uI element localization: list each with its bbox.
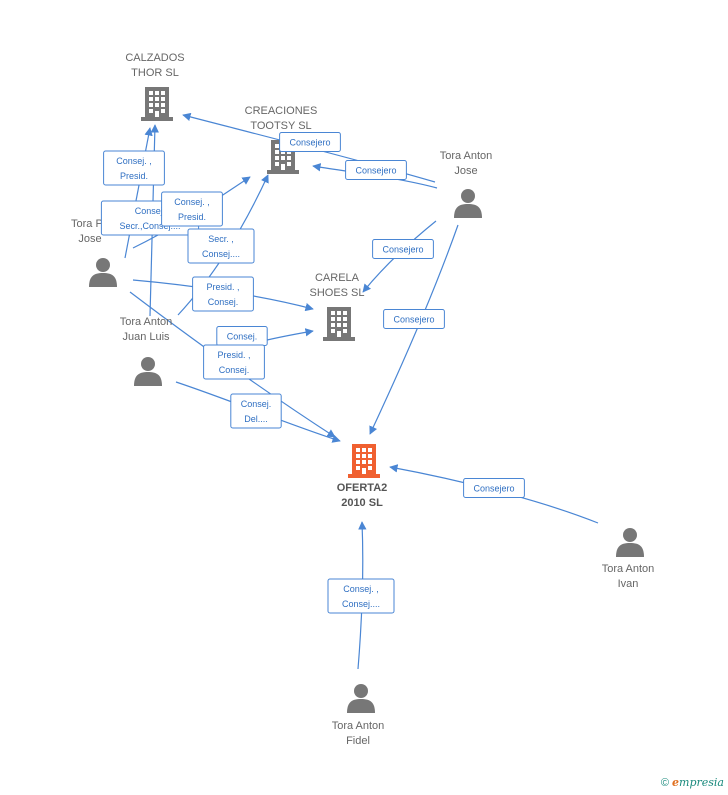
node-label: Ivan	[618, 578, 639, 590]
edge-label-e3[interactable]: Consej. , Presid.	[161, 191, 223, 227]
edge-label-text: Consejero	[289, 138, 330, 148]
edge-label-e4[interactable]: Secr. , Consej....	[187, 228, 255, 264]
node-label: Tora Anton	[332, 720, 385, 732]
edge-label-e13[interactable]: Consejero	[463, 478, 525, 498]
edge-label-text: Consej.	[227, 332, 258, 342]
edge-label-text: Presid. ,	[217, 350, 250, 360]
edge-label-text: Secr.,Consej....	[119, 221, 180, 231]
edge-label-e12[interactable]: Consej. Del....	[230, 393, 282, 429]
node-label: THOR SL	[131, 67, 179, 79]
node-label: OFERTA2	[337, 482, 388, 494]
node-label: CALZADOS	[125, 52, 184, 64]
edge-label-text: Consejero	[355, 166, 396, 176]
edge-label-box[interactable]	[192, 276, 254, 312]
building-icon[interactable]	[141, 87, 173, 121]
edge-label-e11[interactable]: Presid. , Consej.	[203, 344, 265, 380]
node-carela[interactable]: CARELA SHOES SL	[309, 272, 365, 341]
node-label: Juan Luis	[122, 331, 170, 343]
node-label: Tora Anton	[602, 563, 655, 575]
node-label: Jose	[454, 165, 477, 177]
nodes-layer: CALZADOS THOR SL CREACIONES TOOTSY SL CARELA…	[71, 52, 654, 747]
person-icon[interactable]	[616, 528, 644, 557]
node-calzados[interactable]: CALZADOS THOR SL	[125, 52, 185, 121]
edge-label-e5[interactable]: Consejero	[279, 132, 341, 152]
edge-label-box[interactable]	[463, 478, 525, 498]
edge-label-box[interactable]	[345, 160, 407, 180]
edge-label-text: Consej....	[202, 249, 240, 259]
brand-logo: empresia	[672, 776, 724, 789]
edge-label-box[interactable]	[383, 309, 445, 329]
edge-label-text: Consej.	[241, 399, 272, 409]
edge-label-text: Presid.	[120, 171, 148, 181]
edge-label-text: Del....	[244, 414, 268, 424]
edge-label-box[interactable]	[372, 239, 434, 259]
edge-label-text: Consej.	[219, 365, 250, 375]
edge-label-text: Presid. ,	[206, 282, 239, 292]
node-creaciones[interactable]: CREACIONES TOOTSY SL	[245, 105, 318, 174]
edge-label-e14[interactable]: Consej. , Consej....	[327, 578, 395, 614]
node-label: Fidel	[346, 735, 370, 747]
edge-label-text: Presid.	[178, 212, 206, 222]
person-icon[interactable]	[89, 258, 117, 287]
edge-label-text: Consej. ,	[174, 197, 210, 207]
building-icon[interactable]	[323, 307, 355, 341]
node-label: CREACIONES	[245, 105, 318, 117]
person-icon[interactable]	[454, 189, 482, 218]
edge-label-box[interactable]	[230, 393, 282, 429]
edge-label-e1[interactable]: Consej. , Presid.	[103, 150, 165, 186]
edge-label-e6[interactable]: Consejero	[345, 160, 407, 180]
edge-label-e7[interactable]: Consejero	[372, 239, 434, 259]
edge-label-e8[interactable]: Consejero	[383, 309, 445, 329]
edge-label-text: Consej. ,	[343, 584, 379, 594]
edge-label-text: Consejero	[473, 484, 514, 494]
person-icon[interactable]	[134, 357, 162, 386]
node-label: TOOTSY SL	[250, 120, 311, 132]
edge-label-text: Consej.	[208, 297, 239, 307]
edge-label-text: Consej....	[342, 599, 380, 609]
edge-label-box[interactable]	[187, 228, 255, 264]
node-label: CARELA	[315, 272, 360, 284]
edge-label-box[interactable]	[327, 578, 395, 614]
person-icon[interactable]	[347, 684, 375, 713]
node-label: SHOES SL	[309, 287, 364, 299]
node-label: 2010 SL	[341, 497, 383, 509]
building-icon[interactable]	[348, 444, 380, 478]
edge-label-box[interactable]	[103, 150, 165, 186]
copyright-symbol: ©	[660, 777, 670, 789]
edge-label-text: Consej.	[135, 206, 166, 216]
node-label: Jose	[78, 233, 101, 245]
edge-label-text: Consej. ,	[116, 156, 152, 166]
edge-label-e10[interactable]: Consej.	[216, 326, 268, 346]
node-label: Tora Anton	[440, 150, 493, 162]
edge-label-box[interactable]	[161, 191, 223, 227]
edge-label-text: Consejero	[393, 315, 434, 325]
edge-line-e1	[124, 127, 153, 259]
edge-label-text: Secr. ,	[208, 234, 234, 244]
edge-label-box[interactable]	[203, 344, 265, 380]
edge-label-box[interactable]	[279, 132, 341, 152]
footer-brand: ©empresia	[661, 776, 724, 789]
node-label: Tora Pu	[71, 218, 109, 230]
edge-line-e8	[369, 224, 459, 435]
edge-labels-layer: Consej. ,Presid.Consej.Secr.,Consej....C…	[100, 132, 525, 614]
edge-label-e9[interactable]: Presid. , Consej.	[192, 276, 254, 312]
node-tora-pu-jose[interactable]: Tora Pu Jose	[71, 218, 117, 287]
node-label: Tora Anton	[120, 316, 173, 328]
edge-label-text: Consejero	[382, 245, 423, 255]
node-oferta[interactable]: OFERTA2 2010 SL	[337, 444, 388, 509]
